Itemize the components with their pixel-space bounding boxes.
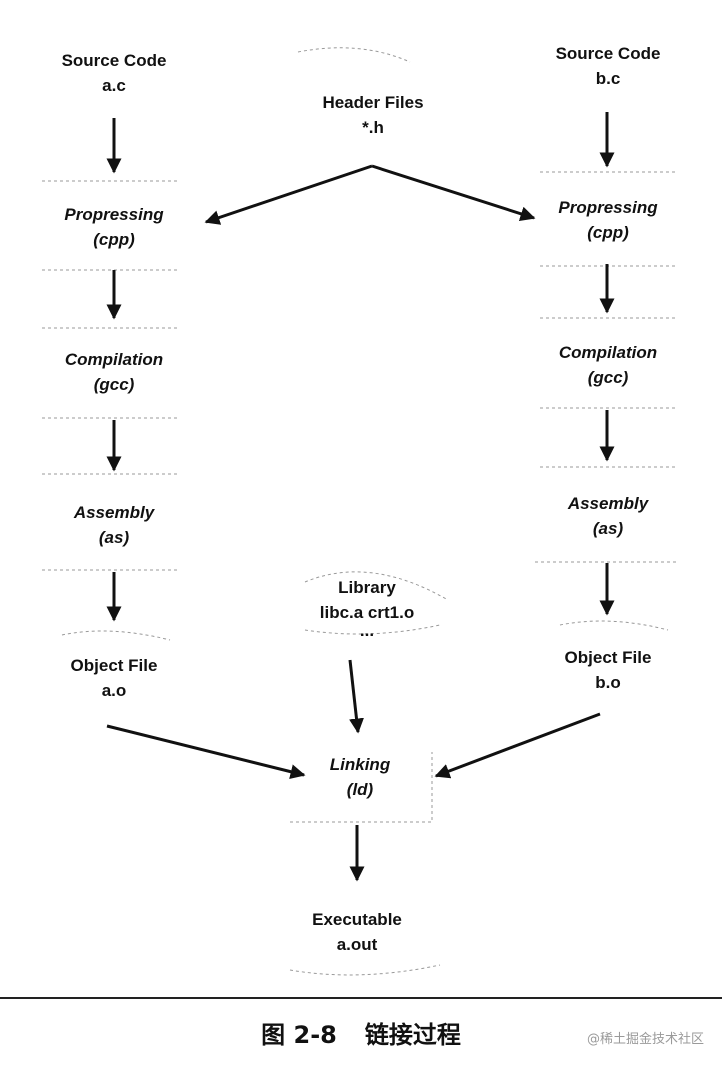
right-compile-node: Compilation (gcc) xyxy=(534,340,682,390)
left-source-file: a.c xyxy=(102,76,126,95)
left-assemble-tool: (as) xyxy=(98,528,130,547)
watermark: @稀土掘金技术社区 xyxy=(586,1032,704,1047)
left-compile-title: Compilation xyxy=(64,350,164,369)
header-files-node: Header Files *.h xyxy=(298,90,448,140)
left-assemble-node: Assembly (as) xyxy=(40,500,188,550)
left-preprocess-title: Propressing xyxy=(64,205,164,224)
linking-node: Linking (ld) xyxy=(286,752,434,802)
library-files: libc.a crt1.o xyxy=(319,603,415,622)
right-source-title: Source Code xyxy=(555,44,661,63)
executable-title: Executable xyxy=(312,910,402,929)
right-preprocess-title: Propressing xyxy=(558,198,658,217)
header-files-file: *.h xyxy=(362,118,384,137)
right-assemble-tool: (as) xyxy=(592,519,624,538)
left-preprocess-tool: (cpp) xyxy=(93,230,135,249)
right-object-node: Object File b.o xyxy=(534,645,682,695)
figure-title: 链接过程 xyxy=(364,1021,461,1049)
figure-number: 图 2-8 xyxy=(261,1021,337,1049)
right-preprocess-node: Propressing (cpp) xyxy=(534,195,682,245)
right-assemble-node: Assembly (as) xyxy=(534,491,682,541)
library-title: Library xyxy=(338,578,396,597)
left-source-node: Source Code a.c xyxy=(40,48,188,98)
right-compile-tool: (gcc) xyxy=(587,368,629,387)
left-object-file: a.o xyxy=(101,681,127,700)
left-preprocess-node: Propressing (cpp) xyxy=(40,202,188,252)
header-files-title: Header Files xyxy=(322,93,424,112)
flow-arrows xyxy=(106,112,615,882)
left-compile-node: Compilation (gcc) xyxy=(40,347,188,397)
executable-file: a.out xyxy=(336,935,378,954)
left-source-title: Source Code xyxy=(61,51,167,70)
library-node: Library libc.a crt1.o ... xyxy=(282,575,452,640)
linking-title: Linking xyxy=(329,755,391,774)
right-object-title: Object File xyxy=(564,648,652,667)
left-assemble-title: Assembly xyxy=(73,503,155,522)
figure-caption: 图 2-8 链接过程 xyxy=(0,1015,722,1050)
right-source-node: Source Code b.c xyxy=(534,41,682,91)
left-object-node: Object File a.o xyxy=(40,653,188,703)
library-more: ... xyxy=(359,621,375,640)
executable-node: Executable a.out xyxy=(270,907,444,957)
linking-tool: (ld) xyxy=(346,780,374,799)
right-preprocess-tool: (cpp) xyxy=(587,223,629,242)
linking-diagram xyxy=(0,47,722,999)
right-assemble-title: Assembly xyxy=(567,494,649,513)
right-object-file: b.o xyxy=(595,673,621,692)
right-compile-title: Compilation xyxy=(558,343,658,362)
left-compile-tool: (gcc) xyxy=(93,375,135,394)
left-object-title: Object File xyxy=(70,656,158,675)
right-source-file: b.c xyxy=(595,69,621,88)
